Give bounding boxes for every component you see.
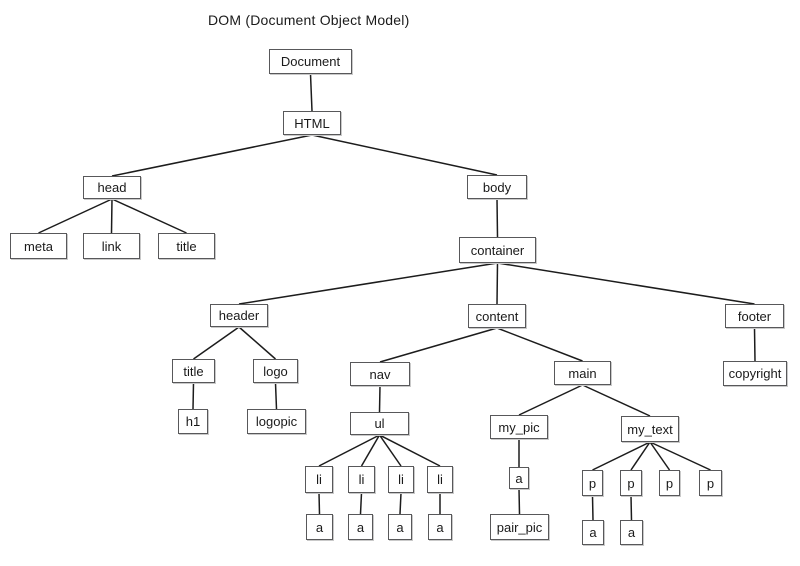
node-a-li1: a [306, 514, 333, 540]
edge-container-content [496, 262, 499, 305]
edge-li2-a-li2 [359, 492, 363, 515]
node-p2: p [620, 470, 642, 496]
node-html: HTML [283, 111, 341, 135]
node-a-p2: a [620, 520, 643, 545]
node-ul: ul [350, 412, 409, 435]
edge-my-text-p3 [649, 441, 671, 471]
edge-header-logo [238, 326, 276, 360]
node-li1: li [305, 466, 333, 493]
edge-a-mypic-pair-pic [518, 488, 521, 515]
node-logo: logo [253, 359, 298, 383]
node-a-li4: a [428, 514, 452, 540]
node-my-text: my_text [621, 416, 679, 442]
edge-ul-li3 [378, 434, 402, 467]
node-a-li2: a [348, 514, 373, 540]
edge-document-html [309, 73, 313, 112]
node-document: Document [269, 49, 352, 74]
node-footer: footer [725, 304, 784, 328]
node-my-pic: my_pic [490, 415, 548, 439]
node-content: content [468, 304, 526, 328]
node-title-head: title [158, 233, 215, 259]
edge-ul-li2 [360, 434, 381, 467]
edge-my-text-p4 [649, 441, 711, 471]
edge-main-my-text [582, 384, 651, 417]
edge-nav-ul [378, 385, 381, 413]
edge-my-text-p1 [592, 441, 651, 471]
edge-header-title-hdr [193, 326, 240, 360]
edge-p1-a-p1 [591, 495, 594, 521]
edge-title-hdr-h1 [192, 382, 195, 410]
node-container: container [459, 237, 536, 263]
edge-ul-li1 [318, 434, 380, 467]
diagram-title: DOM (Document Object Model) [208, 12, 410, 28]
node-body: body [467, 175, 527, 199]
node-a-li3: a [388, 514, 412, 540]
edge-my-text-p2 [630, 441, 651, 471]
node-pair-pic: pair_pic [490, 514, 549, 540]
node-h1: h1 [178, 409, 208, 434]
edge-container-footer [497, 262, 755, 305]
edge-li3-a-li3 [399, 492, 402, 515]
node-link: link [83, 233, 140, 259]
edge-head-title-head [111, 198, 187, 234]
node-li3: li [388, 466, 414, 493]
edge-footer-copyright [753, 327, 756, 362]
node-main: main [554, 361, 611, 385]
edge-main-my-pic [518, 384, 583, 416]
node-p3: p [659, 470, 680, 496]
node-li2: li [348, 466, 375, 493]
edge-html-body [311, 134, 498, 176]
node-title-hdr: title [172, 359, 215, 383]
edge-p2-a-p2 [630, 495, 633, 521]
edge-logo-logopic [274, 382, 278, 410]
node-p4: p [699, 470, 722, 496]
edge-content-nav [379, 327, 498, 363]
edge-html-head [111, 134, 313, 177]
node-a-mypic: a [509, 467, 529, 489]
edge-li1-a-li1 [318, 492, 321, 515]
edge-body-container [496, 198, 499, 238]
node-head: head [83, 176, 141, 199]
edge-ul-li4 [379, 434, 441, 467]
node-a-p1: a [582, 520, 604, 545]
edge-content-main [496, 327, 583, 362]
node-nav: nav [350, 362, 410, 386]
edge-container-header [238, 262, 498, 305]
edge-head-link [110, 198, 113, 234]
node-header: header [210, 304, 268, 327]
node-meta: meta [10, 233, 67, 259]
edge-head-meta [38, 198, 113, 234]
node-copyright: copyright [723, 361, 787, 386]
node-logopic: logopic [247, 409, 306, 434]
node-li4: li [427, 466, 453, 493]
node-p1: p [582, 470, 603, 496]
